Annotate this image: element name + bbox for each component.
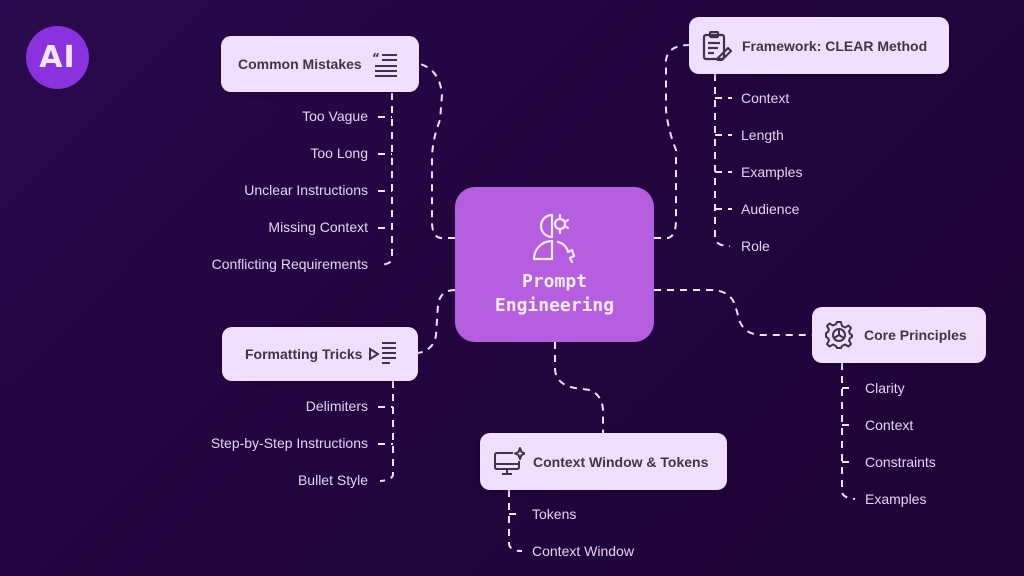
branch-node-common-mistakes[interactable]: Common Mistakes “ <box>221 36 419 92</box>
leaf-clarity[interactable]: Clarity <box>865 380 905 396</box>
leaf-constraints[interactable]: Constraints <box>865 454 936 470</box>
monitor-sparkle-icon <box>494 446 525 475</box>
leaf-core-examples[interactable]: Examples <box>865 491 927 507</box>
ai-logo: AI <box>26 26 89 89</box>
connector-formatting-trunk <box>379 381 394 482</box>
center-title-line1: Prompt <box>521 270 588 292</box>
play-list-icon <box>369 342 397 364</box>
leaf-unclear-instructions[interactable]: Unclear Instructions <box>244 182 368 198</box>
person-gear-icon <box>532 213 575 263</box>
leaf-context[interactable]: Context <box>741 90 790 106</box>
center-node-prompt-engineering[interactable]: Prompt Engineering <box>455 187 654 342</box>
leaf-length[interactable]: Length <box>741 127 784 143</box>
leaf-audience[interactable]: Audience <box>741 201 800 217</box>
branch-node-context-window-tokens[interactable]: Context Window & Tokens <box>480 433 727 490</box>
leaf-tokens[interactable]: Tokens <box>532 506 577 522</box>
gear-icon <box>825 321 853 349</box>
leaf-missing-context[interactable]: Missing Context <box>268 219 368 235</box>
branch-node-core-principles[interactable]: Core Principles <box>812 307 986 363</box>
leaf-step-by-step[interactable]: Step-by-Step Instructions <box>210 435 368 451</box>
branch-label: Framework: CLEAR Method <box>742 37 928 54</box>
connector-common-mistakes-trunk <box>379 93 393 266</box>
leaf-too-long[interactable]: Too Long <box>310 145 368 161</box>
branch-label: Context Window & Tokens <box>533 453 709 470</box>
connector-center-common-mistakes <box>419 63 455 239</box>
leaf-bullet-style[interactable]: Bullet Style <box>297 472 368 488</box>
branch-label: Core Principles <box>864 327 967 343</box>
branch-node-framework-clear[interactable]: Framework: CLEAR Method <box>689 17 949 74</box>
branch-node-formatting-tricks[interactable]: Formatting Tricks <box>222 327 418 381</box>
connector-center-formatting <box>417 289 456 354</box>
ai-logo-icon: AI <box>39 40 76 75</box>
connector-framework-trunk <box>714 74 731 247</box>
leaf-conflicting-requirements[interactable]: Conflicting Requirements <box>211 256 368 272</box>
svg-text:“: “ <box>372 51 380 65</box>
clipboard-edit-icon <box>702 30 732 61</box>
connector-center-context-window <box>554 342 604 433</box>
center-title-line2: Engineering <box>494 294 615 316</box>
leaf-context-window[interactable]: Context Window <box>532 543 634 559</box>
quote-list-icon: “ <box>372 51 397 77</box>
connector-center-core <box>654 289 812 336</box>
leaf-examples[interactable]: Examples <box>741 164 803 180</box>
leaf-delimiters[interactable]: Delimiters <box>305 398 368 414</box>
leaf-core-context[interactable]: Context <box>865 417 914 433</box>
connector-context-window-trunk <box>508 490 523 552</box>
leaf-role[interactable]: Role <box>741 238 770 254</box>
branch-label: Common Mistakes <box>238 56 362 72</box>
leaf-too-vague[interactable]: Too Vague <box>302 108 368 124</box>
connector-center-framework <box>654 44 691 239</box>
connector-core-trunk <box>841 363 856 500</box>
branch-label: Formatting Tricks <box>245 346 363 362</box>
